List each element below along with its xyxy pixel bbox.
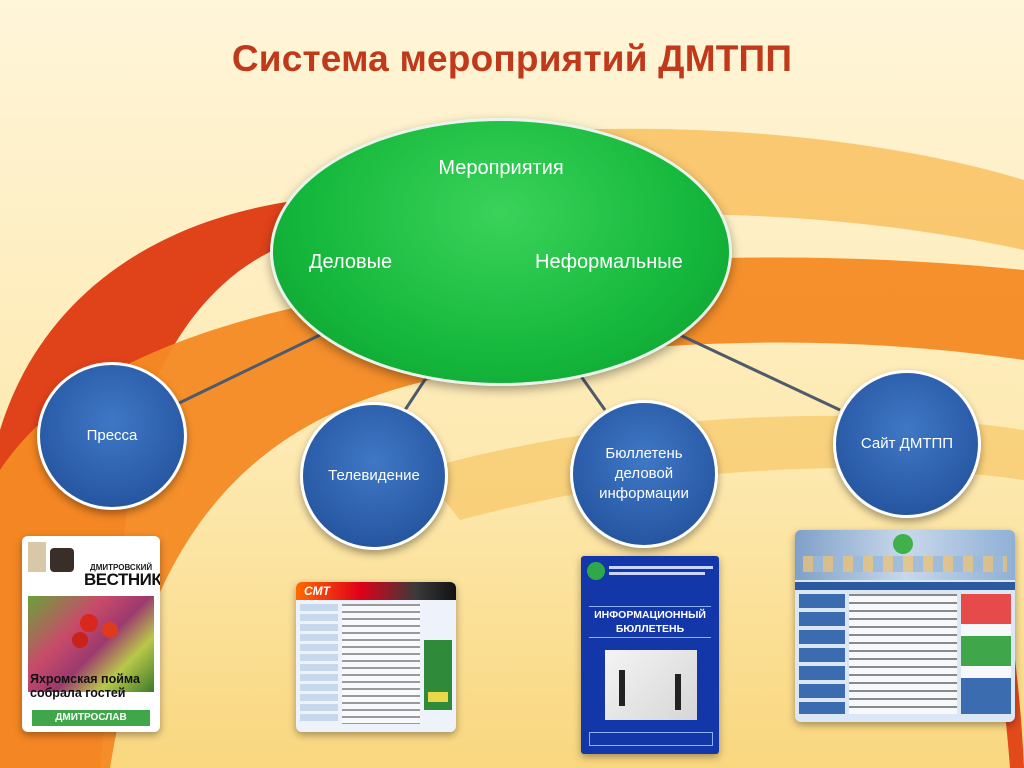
tv-logo: СМТ	[304, 584, 330, 598]
chamber-site-thumbnail	[795, 530, 1015, 722]
connector-bulletin	[576, 371, 607, 411]
site-left-column	[799, 594, 845, 714]
connector-site	[679, 333, 841, 412]
tv-node: Телевидение	[300, 402, 448, 550]
chamber-logo	[587, 562, 605, 580]
page-title: Система мероприятий ДМТПП	[231, 38, 793, 79]
photo-placeholder	[28, 542, 46, 572]
bulletin-node: Бюллетень деловой информации	[570, 400, 718, 548]
events-ellipse: Мероприятия Деловые Неформальные	[270, 118, 732, 386]
newspaper-thumbnail: ДМИТРОВСКИЙ ВЕСТНИК Яхромская пойма собр…	[22, 536, 160, 732]
press-label: Пресса	[86, 426, 138, 444]
tv-site-thumbnail: СМТ	[296, 582, 456, 732]
site-header	[795, 530, 1015, 580]
cabbage-photo	[28, 596, 154, 692]
tv-sidebar	[300, 604, 338, 724]
tv-content	[342, 604, 420, 724]
portrait-placeholder	[50, 548, 74, 572]
newspaper-banner: ДМИТРОСЛАВ	[32, 710, 150, 726]
tv-label: Телевидение	[328, 466, 420, 484]
press-node: Пресса	[37, 362, 187, 510]
puzzle-image	[605, 650, 697, 720]
newspaper-headline: Яхромская пойма собрала гостей	[30, 672, 140, 701]
site-node: Сайт ДМТПП	[833, 370, 981, 518]
bulletin-title: ИНФОРМАЦИОННЫЙ БЮЛЛЕТЕНЬ	[594, 609, 706, 636]
tv-ad-banner	[424, 640, 452, 710]
bulletin-thumbnail: ИНФОРМАЦИОННЫЙ БЮЛЛЕТЕНЬ	[581, 556, 719, 754]
business-events-label: Деловые	[309, 251, 393, 273]
site-news	[849, 594, 957, 714]
site-nav	[795, 582, 1015, 590]
connector-press	[174, 333, 321, 407]
site-right-column	[961, 594, 1011, 714]
newspaper-masthead: ВЕСТНИК	[84, 570, 160, 589]
background-orange-band	[0, 257, 1024, 768]
bulletin-label: Бюллетень деловой информации	[599, 444, 689, 503]
events-label: Мероприятия	[438, 157, 564, 179]
site-label: Сайт ДМТПП	[860, 434, 954, 452]
informal-events-label: Неформальные	[535, 251, 683, 273]
